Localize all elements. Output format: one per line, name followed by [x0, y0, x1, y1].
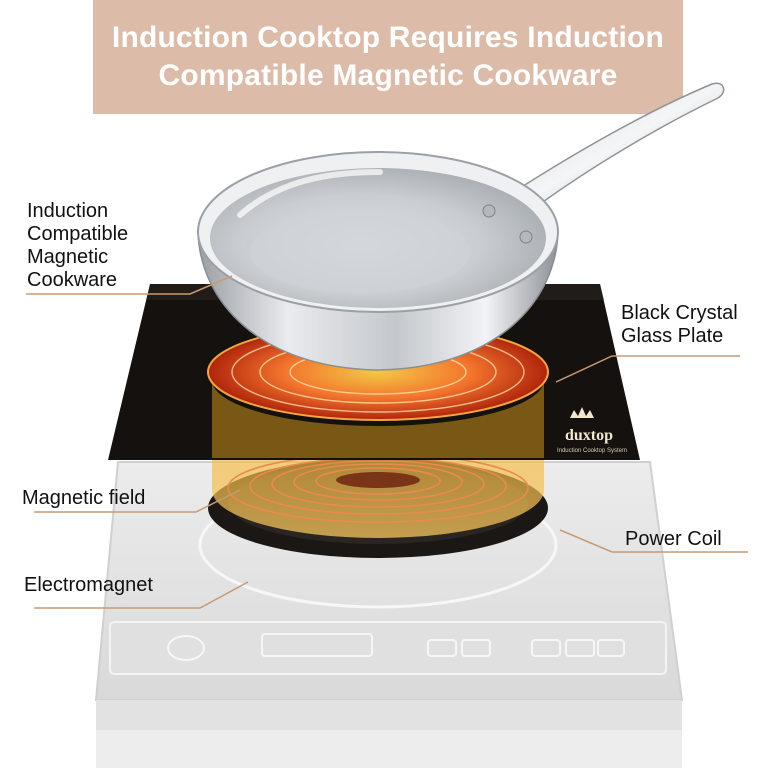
- leader-power-coil: [559, 529, 748, 553]
- label-glass-plate-line-2: Glass Plate: [621, 325, 724, 347]
- frying-pan: [197, 82, 725, 371]
- leader-cookware: [26, 275, 233, 295]
- label-magnetic-field: Magnetic field: [22, 487, 146, 509]
- label-electromagnet: Electromagnet: [24, 574, 153, 596]
- leader-electromagnet: [34, 581, 249, 609]
- pan-handle: [518, 82, 725, 205]
- label-cookware-line-3: Magnetic: [27, 246, 109, 268]
- label-cookware-line-1: Induction: [27, 200, 109, 222]
- power-button-icon: [167, 635, 205, 661]
- title-banner: Induction Cooktop Requires Induction Com…: [93, 0, 683, 114]
- display-icon: [261, 633, 373, 657]
- label-power-coil: Power Coil: [625, 528, 722, 550]
- label-glass-plate-line-1: Black Crystal: [621, 302, 738, 324]
- plate-tagline: Induction Cooktop System: [557, 448, 627, 454]
- label-glass-plate: Black Crystal Glass Plate: [621, 302, 738, 348]
- plate-brand: duxtop: [565, 427, 613, 444]
- banner-line-1: Induction Cooktop Requires Induction: [111, 21, 665, 54]
- leader-lines: [26, 275, 748, 609]
- leader-glass-plate: [555, 355, 740, 383]
- label-cookware-line-4: Cookware: [27, 269, 118, 291]
- banner-line-2: Compatible Magnetic Cookware: [158, 59, 618, 92]
- leader-magnetic-field: [34, 489, 241, 513]
- plate-logo: duxtop Induction Cooktop System: [557, 407, 627, 454]
- control-panel: [109, 621, 667, 675]
- label-cookware: Induction Compatible Magnetic Cookware: [27, 200, 128, 292]
- crown-icon: [570, 407, 594, 418]
- label-cookware-line-2: Compatible: [27, 223, 129, 245]
